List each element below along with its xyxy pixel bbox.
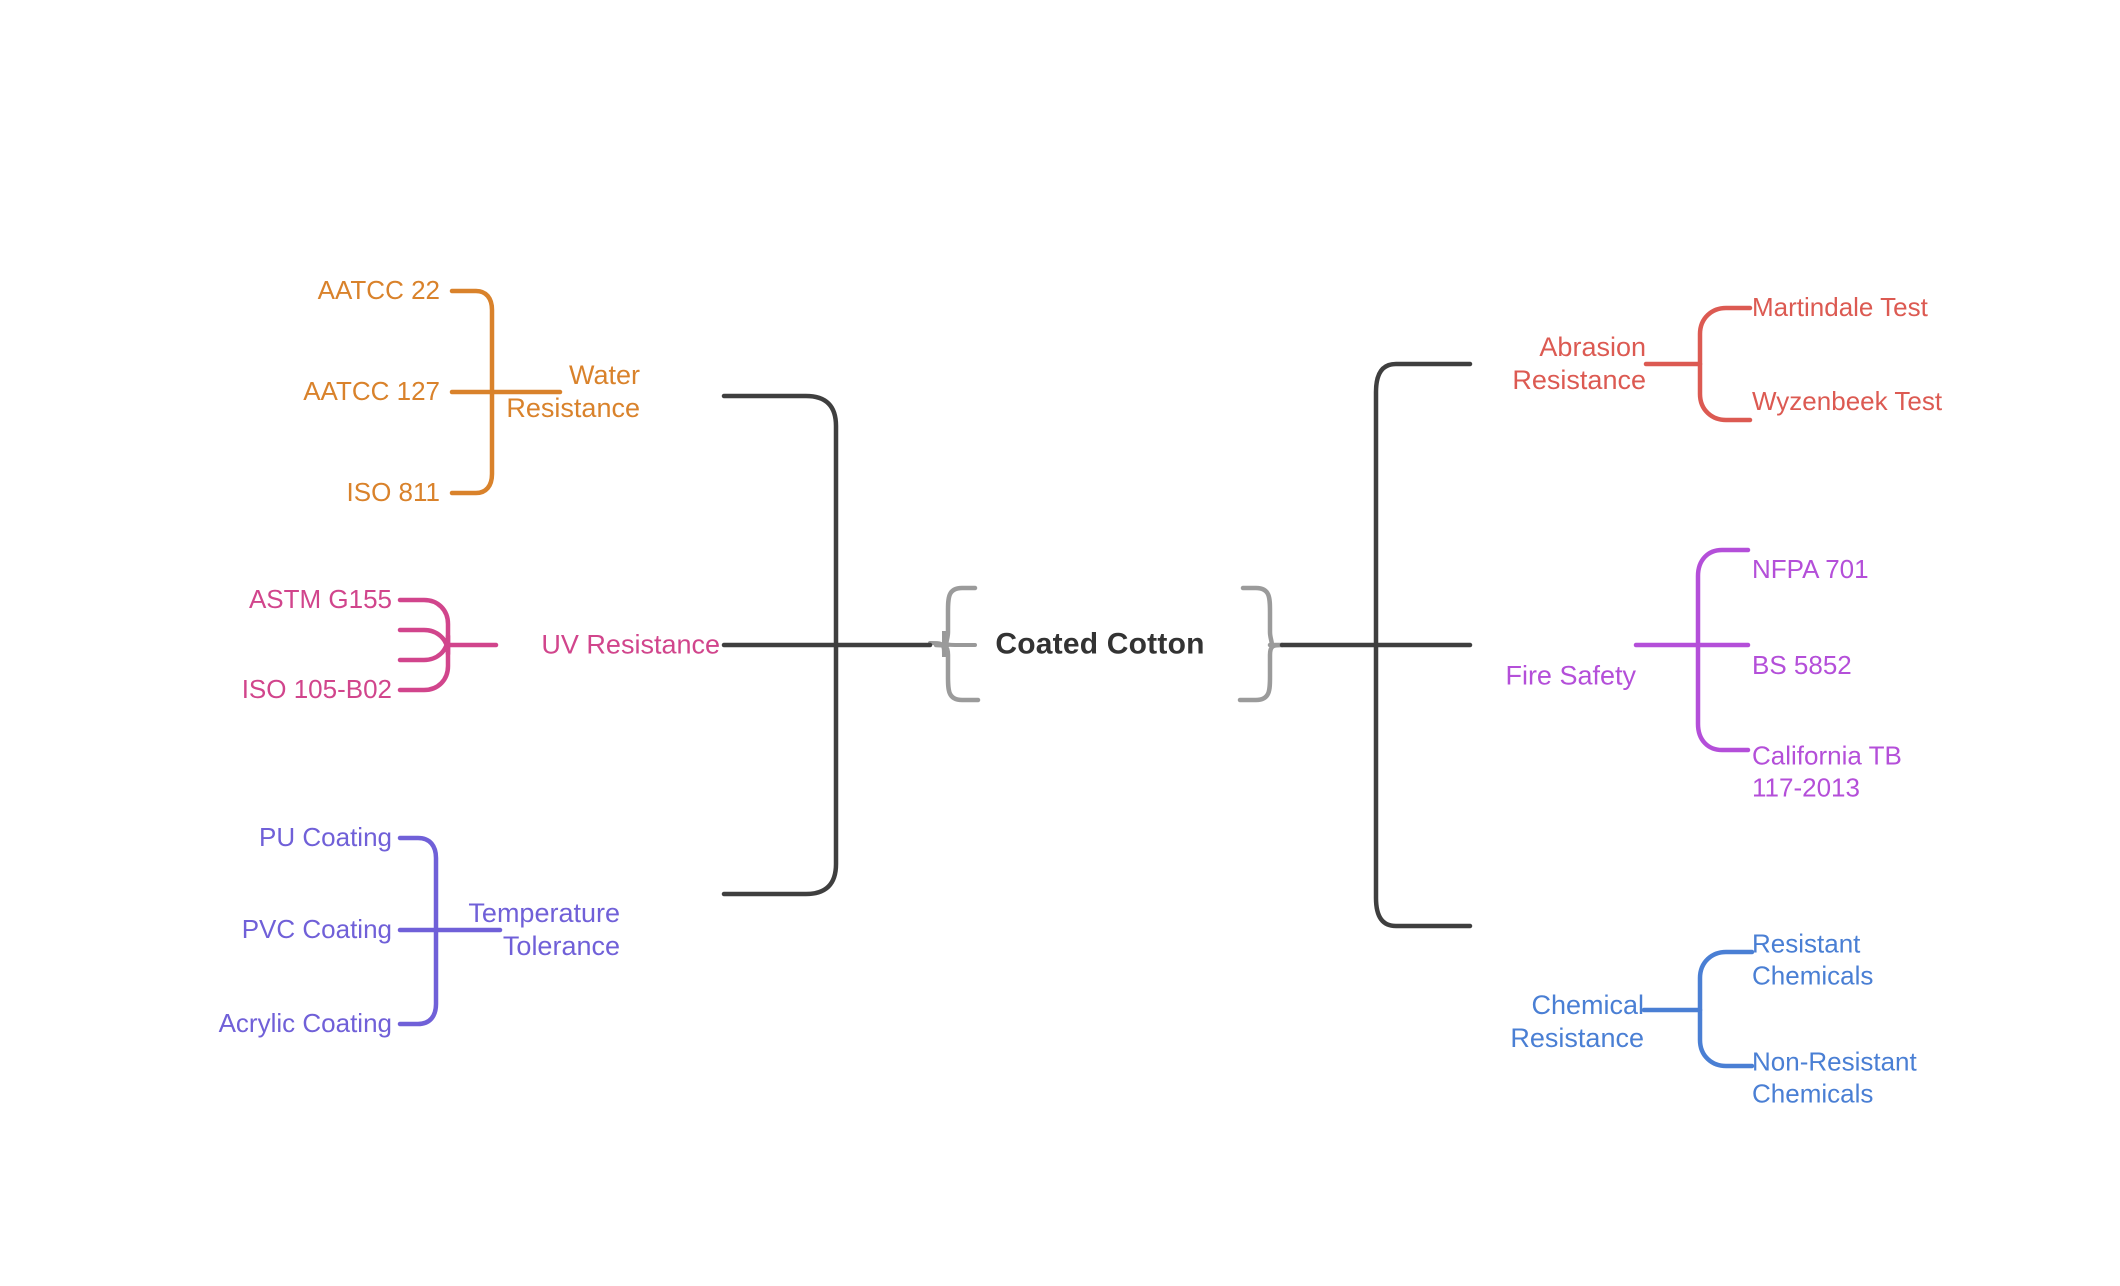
leaf-label-astm-g155[interactable]: ASTM G155 — [248, 584, 392, 615]
connector-water-resistance — [449, 288, 563, 496]
connector-chemical-resistance — [1641, 949, 1755, 1069]
left-main-connector — [721, 393, 933, 897]
leaf-label-california-tb-117-2013[interactable]: California TB 117-2013 — [1752, 740, 1902, 802]
leaf-label-iso-811[interactable]: ISO 811 — [346, 477, 440, 508]
leaf-label-bs-5852[interactable]: BS 5852 — [1752, 650, 1852, 681]
branch-label-uv-resistance[interactable]: UV Resistance — [541, 629, 720, 660]
branch-label-chemical-resistance[interactable]: Chemical Resistance — [1510, 990, 1644, 1053]
leaf-label-aatcc-22[interactable]: AATCC 22 — [317, 275, 440, 306]
connector-uv-resistance — [397, 597, 499, 693]
right-main-connector — [1279, 361, 1473, 929]
connector-temperature-tolerance — [397, 835, 503, 1027]
branch-label-abrasion-resistance[interactable]: Abrasion Resistance — [1512, 332, 1646, 395]
central-brace-left — [928, 585, 981, 703]
central-brace-right — [1237, 585, 1285, 703]
branch-label-water-resistance[interactable]: Water Resistance — [506, 360, 640, 423]
connector-fire-safety — [1633, 547, 1751, 753]
leaf-label-wyzenbeek-test[interactable]: Wyzenbeek Test — [1752, 386, 1943, 417]
connector-abrasion-resistance — [1643, 305, 1753, 423]
branch-label-temperature-tolerance[interactable]: Temperature Tolerance — [468, 898, 620, 961]
leaf-label-iso-105-b02[interactable]: ISO 105-B02 — [241, 674, 392, 705]
leaf-label-non-resistant-chemicals[interactable]: Non-Resistant Chemicals — [1752, 1046, 1917, 1108]
central-node-label[interactable]: Coated Cotton — [995, 627, 1205, 661]
leaf-label-aatcc-127[interactable]: AATCC 127 — [303, 376, 440, 407]
leaf-label-pu-coating[interactable]: PU Coating — [259, 822, 392, 853]
leaf-label-acrylic-coating[interactable]: Acrylic Coating — [218, 1008, 392, 1039]
branch-label-fire-safety[interactable]: Fire Safety — [1505, 660, 1636, 691]
leaf-label-pvc-coating[interactable]: PVC Coating — [241, 914, 392, 945]
leaf-label-martindale-test[interactable]: Martindale Test — [1752, 292, 1928, 323]
leaf-label-nfpa-701[interactable]: NFPA 701 — [1752, 554, 1869, 585]
leaf-label-resistant-chemicals[interactable]: Resistant Chemicals — [1752, 928, 1874, 990]
